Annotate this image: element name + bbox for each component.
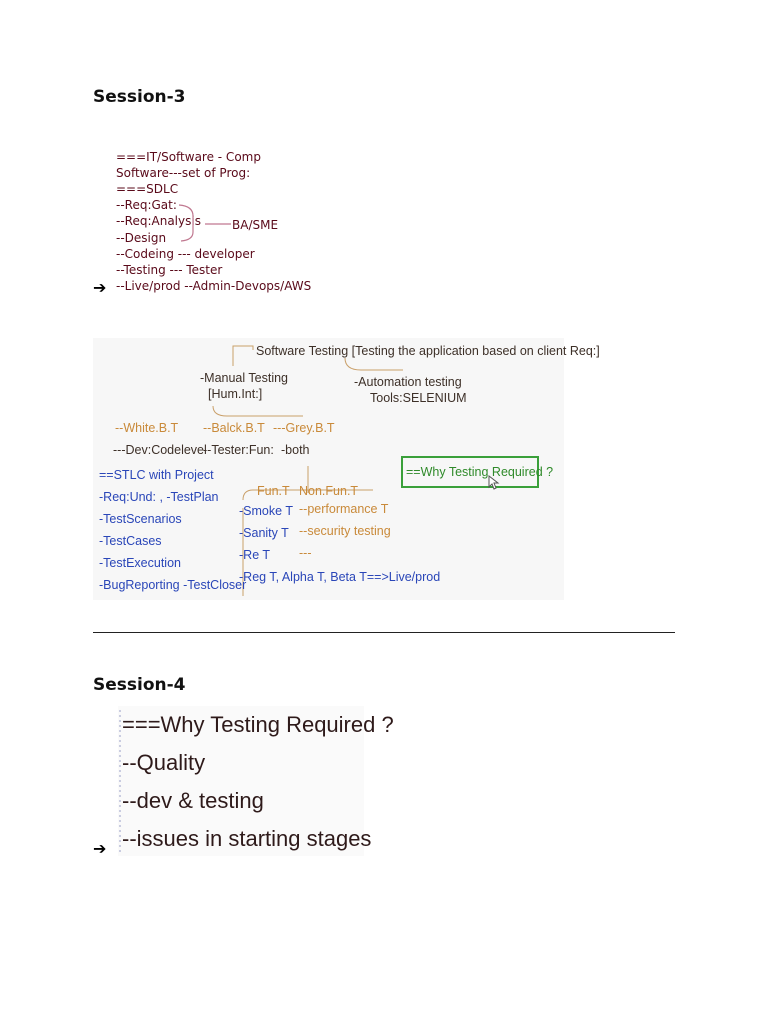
why-testing-label: ==Why Testing Required ? (406, 465, 554, 479)
functional-item: -Reg T, Alpha T, Beta T==>Live/prod (239, 570, 441, 584)
white-box-label: --White.B.T (115, 421, 179, 435)
note-line: --issues in starting stages (122, 826, 372, 851)
note-line: ===SDLC (116, 182, 179, 196)
automation-tools-label: Tools:SELENIUM (370, 391, 467, 405)
section-divider (93, 632, 675, 633)
testing-diagram-image: Software Testing [Testing the applicatio… (93, 338, 600, 600)
automation-testing-label: -Automation testing (354, 375, 462, 389)
note-line: --Req:Analysis (116, 214, 201, 228)
session-4-notes-image: ===Why Testing Required ? --Quality --de… (118, 706, 394, 856)
ba-sme-bracket (178, 204, 231, 242)
software-testing-root: Software Testing [Testing the applicatio… (256, 344, 600, 358)
note-line: --Testing --- Tester (116, 263, 223, 277)
note-line: --Design (116, 231, 167, 245)
arrow-right-icon: ➔ (93, 278, 107, 297)
non-functional-item: --- (299, 546, 312, 560)
manual-testing-label: -Manual Testing (200, 371, 289, 385)
note-line: --Req:Gat: (116, 198, 177, 212)
session-4-heading: Session-4 (93, 675, 186, 695)
functional-item: -Re T (239, 548, 271, 562)
non-functional-item: --security testing (299, 524, 391, 538)
note-line: --Quality (122, 750, 206, 775)
note-line: --Codeing --- developer (116, 247, 255, 261)
functional-item: -Smoke T (239, 504, 293, 518)
stlc-item: -TestCases (99, 534, 162, 548)
diagram-connectors (212, 345, 403, 596)
note-line: ===IT/Software - Comp (116, 150, 261, 164)
mouse-cursor-icon (488, 475, 500, 490)
arrow-right-icon: ➔ (93, 839, 107, 858)
manual-testing-sub: [Hum.Int:] (208, 387, 263, 401)
note-line: --dev & testing (122, 788, 264, 813)
both-label: -both (281, 443, 310, 457)
why-testing-box: ==Why Testing Required ? (401, 456, 553, 488)
non-functional-testing-label: Non.Fun.T (299, 484, 359, 498)
stlc-item: -Req:Und: , -TestPlan (99, 490, 219, 504)
grey-box-label: ---Grey.B.T (273, 421, 335, 435)
tester-fun-label: --Tester:Fun: (203, 443, 274, 457)
note-line: --Live/prod --Admin-Devops/AWS (116, 279, 312, 293)
why-testing-title: ===Why Testing Required ? (122, 712, 394, 737)
session-3-notes-image: ===IT/Software - Comp Software---set of … (93, 148, 325, 298)
dev-codelevel-label: ---Dev:Codelevel (113, 443, 207, 457)
dotted-margin-line (119, 710, 121, 852)
ba-sme-label: BA/SME (232, 218, 279, 232)
black-box-label: --Balck.B.T (203, 421, 265, 435)
stlc-item: -TestScenarios (99, 512, 182, 526)
stlc-item: -BugReporting -TestCloser (99, 578, 247, 592)
non-functional-item: --performance T (299, 502, 389, 516)
functional-testing-label: Fun.T (257, 484, 290, 498)
functional-item: -Sanity T (239, 526, 289, 540)
stlc-item: ==STLC with Project (99, 468, 214, 482)
stlc-item: -TestExecution (99, 556, 181, 570)
session-3-heading: Session-3 (93, 87, 186, 107)
note-line: Software---set of Prog: (116, 166, 251, 180)
